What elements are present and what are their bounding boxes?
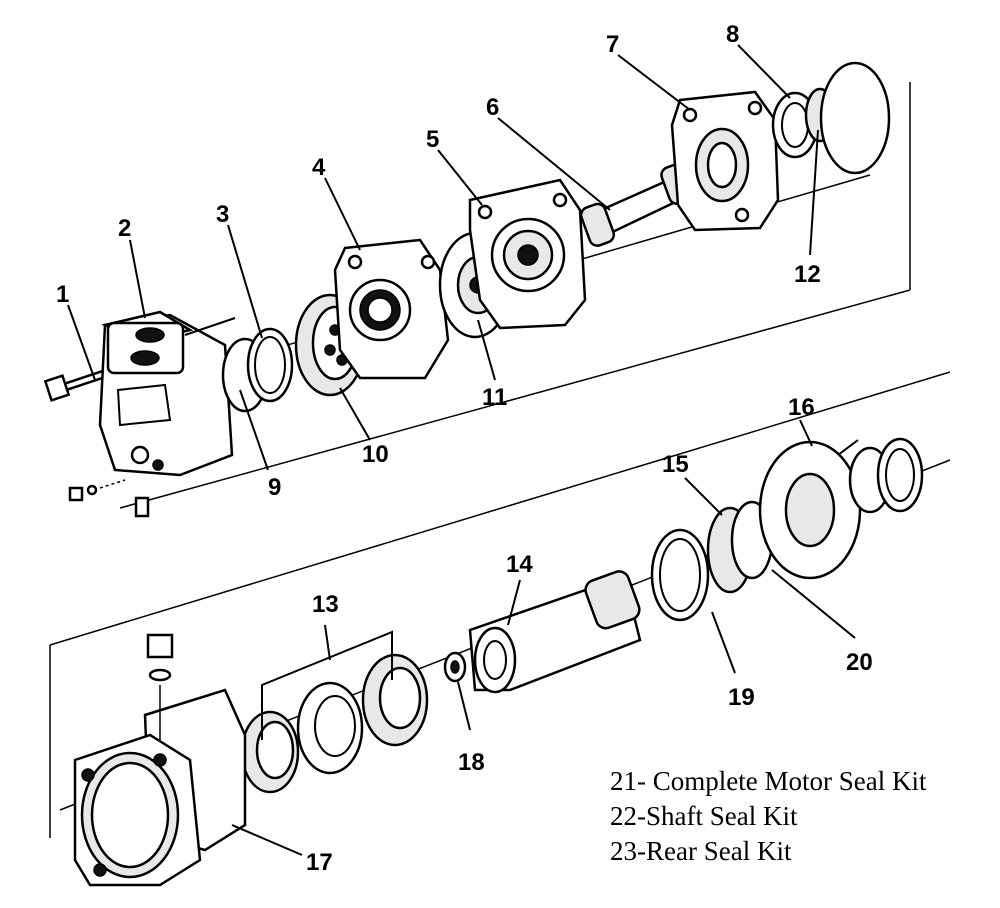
callout-16: 16 [788, 394, 815, 421]
part-seals-8-12 [771, 61, 891, 175]
callout-18: 18 [458, 749, 485, 776]
kit-list: 21- Complete Motor Seal Kit 22-Shaft Sea… [610, 766, 927, 866]
callout-1: 1 [56, 281, 69, 308]
callout-19: 19 [728, 684, 755, 711]
callout-7: 7 [606, 31, 619, 58]
part-plate-7 [670, 90, 780, 232]
callout-3: 3 [216, 201, 229, 228]
part-end-cap [68, 310, 236, 518]
callout-12: 12 [794, 261, 821, 288]
callout-2: 2 [118, 215, 131, 242]
callout-labels: 1 2 3 4 5 6 7 8 9 10 11 12 13 14 15 16 1… [56, 21, 873, 876]
part-plate-4 [333, 238, 450, 380]
callout-4: 4 [312, 154, 326, 181]
part-output-shaft [468, 570, 642, 694]
callout-11: 11 [482, 384, 507, 411]
callout-20: 20 [846, 649, 873, 676]
callout-17: 17 [306, 849, 333, 876]
part-front-flange [758, 437, 924, 580]
part-rings-3-9 [221, 327, 294, 413]
callout-8: 8 [726, 21, 739, 48]
part-housing-5 [468, 178, 587, 330]
leader-lines [67, 44, 856, 856]
callout-13: 13 [312, 591, 339, 618]
part-thrust-rings [650, 500, 774, 622]
callout-14: 14 [506, 551, 533, 578]
kit-item: 21- Complete Motor Seal Kit [610, 766, 927, 796]
callout-6: 6 [486, 94, 499, 121]
callout-9: 9 [268, 474, 281, 501]
callout-10: 10 [362, 441, 389, 468]
part-mount-housing [73, 633, 247, 887]
kit-item: 22-Shaft Seal Kit [610, 801, 798, 831]
part-bearings [240, 653, 429, 794]
kit-item: 23-Rear Seal Kit [610, 836, 792, 866]
part-washer [443, 651, 467, 683]
callout-5: 5 [426, 126, 439, 153]
callout-15: 15 [662, 451, 689, 478]
